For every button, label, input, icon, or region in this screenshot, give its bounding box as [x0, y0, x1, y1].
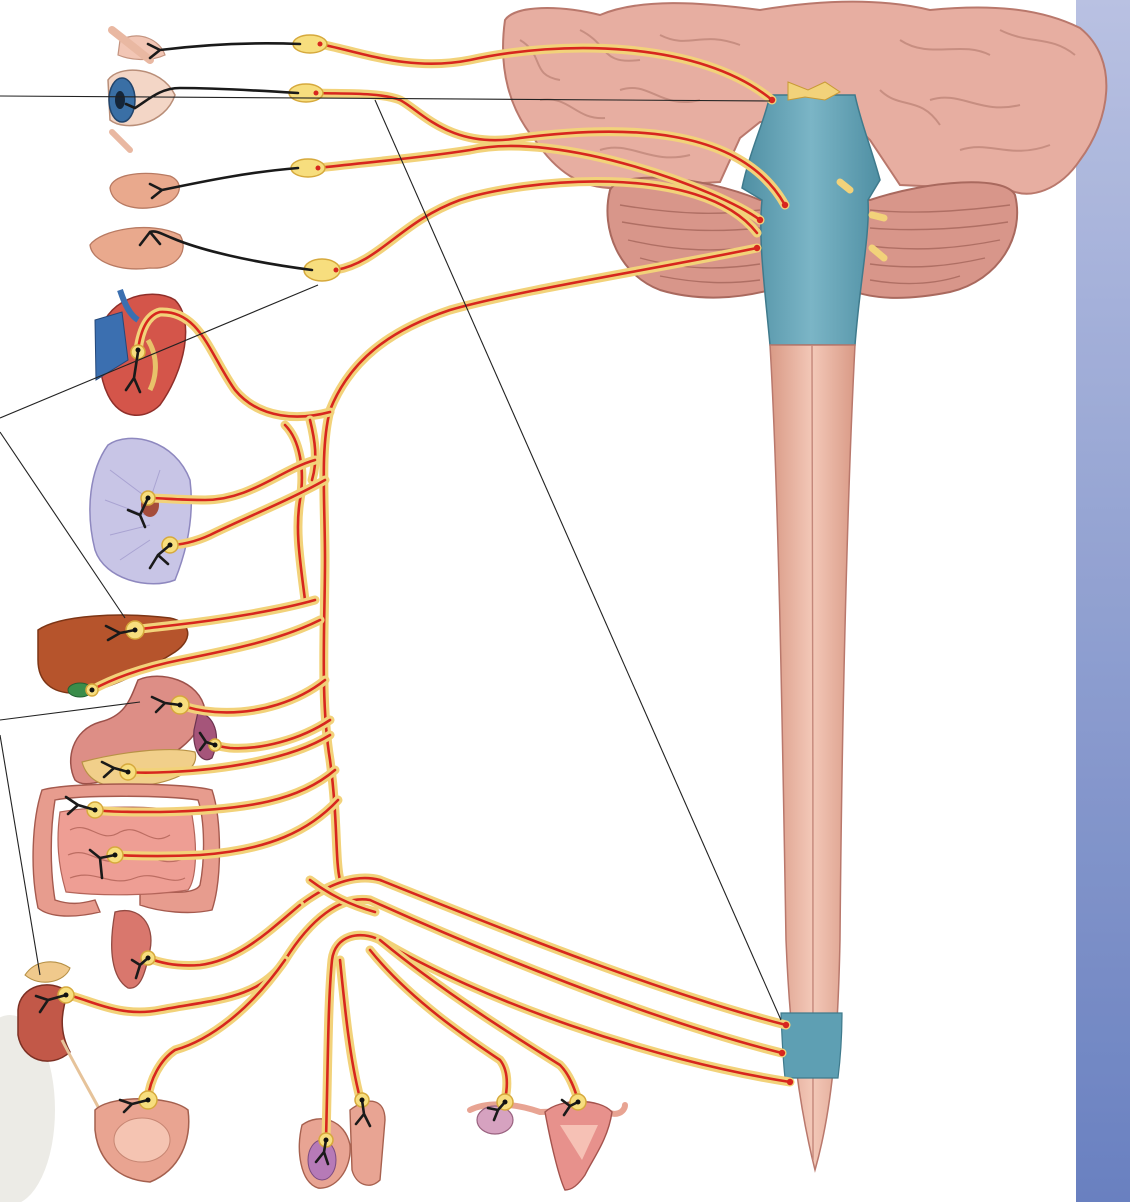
submandibular-gland — [110, 173, 179, 208]
sacral-segment — [781, 1013, 842, 1078]
ovary-uterus — [470, 1102, 625, 1191]
pelvic-nerve-pathways — [68, 878, 790, 1140]
panel-strip — [1076, 0, 1130, 1202]
lacrimal-gland — [112, 30, 165, 60]
adrenal-gland — [25, 962, 70, 982]
brain — [503, 2, 1106, 345]
small-intestine — [58, 807, 195, 895]
parotid-gland — [90, 228, 183, 269]
cranial-root-2 — [872, 215, 884, 218]
testis-penis — [299, 1101, 385, 1188]
eye — [108, 70, 175, 150]
rectum — [112, 911, 151, 989]
spleen — [194, 712, 217, 760]
